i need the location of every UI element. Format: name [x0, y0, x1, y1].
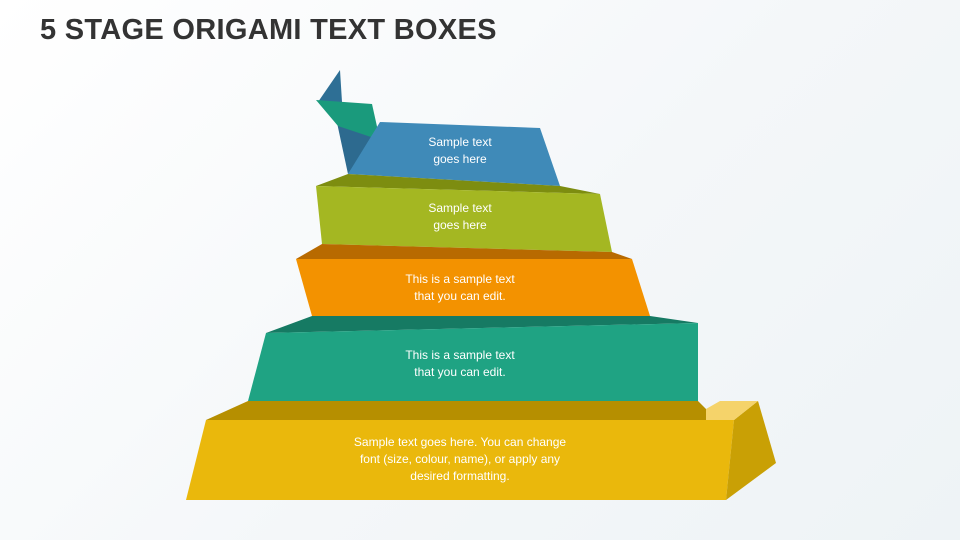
stage-5-box [186, 420, 734, 500]
stage-5-side [726, 401, 776, 500]
stage-5-label: Sample text goes here. You can change fo… [353, 434, 567, 483]
stage-2-box [316, 186, 612, 252]
stage-1-label: Sample text goes here [428, 135, 492, 166]
fold-curl-teal [316, 100, 380, 140]
stage-4-box [248, 323, 698, 401]
stage-1-box [348, 122, 560, 186]
page-title: 5 STAGE ORIGAMI TEXT BOXES [40, 14, 497, 46]
connector-4-5 [206, 401, 706, 420]
stage-3-box [296, 259, 650, 316]
stage-4-label: This is a sample text that you can edit. [405, 348, 515, 379]
stage-2-label: Sample text goes here [428, 201, 492, 232]
connector-3-4 [266, 316, 698, 333]
stage-3-label: This is a sample text that you can edit. [405, 272, 515, 303]
connector-2-3 [296, 244, 632, 259]
fold-curl-back [318, 70, 342, 102]
stage-5-flap [706, 401, 758, 420]
connector-1-2 [316, 174, 600, 194]
